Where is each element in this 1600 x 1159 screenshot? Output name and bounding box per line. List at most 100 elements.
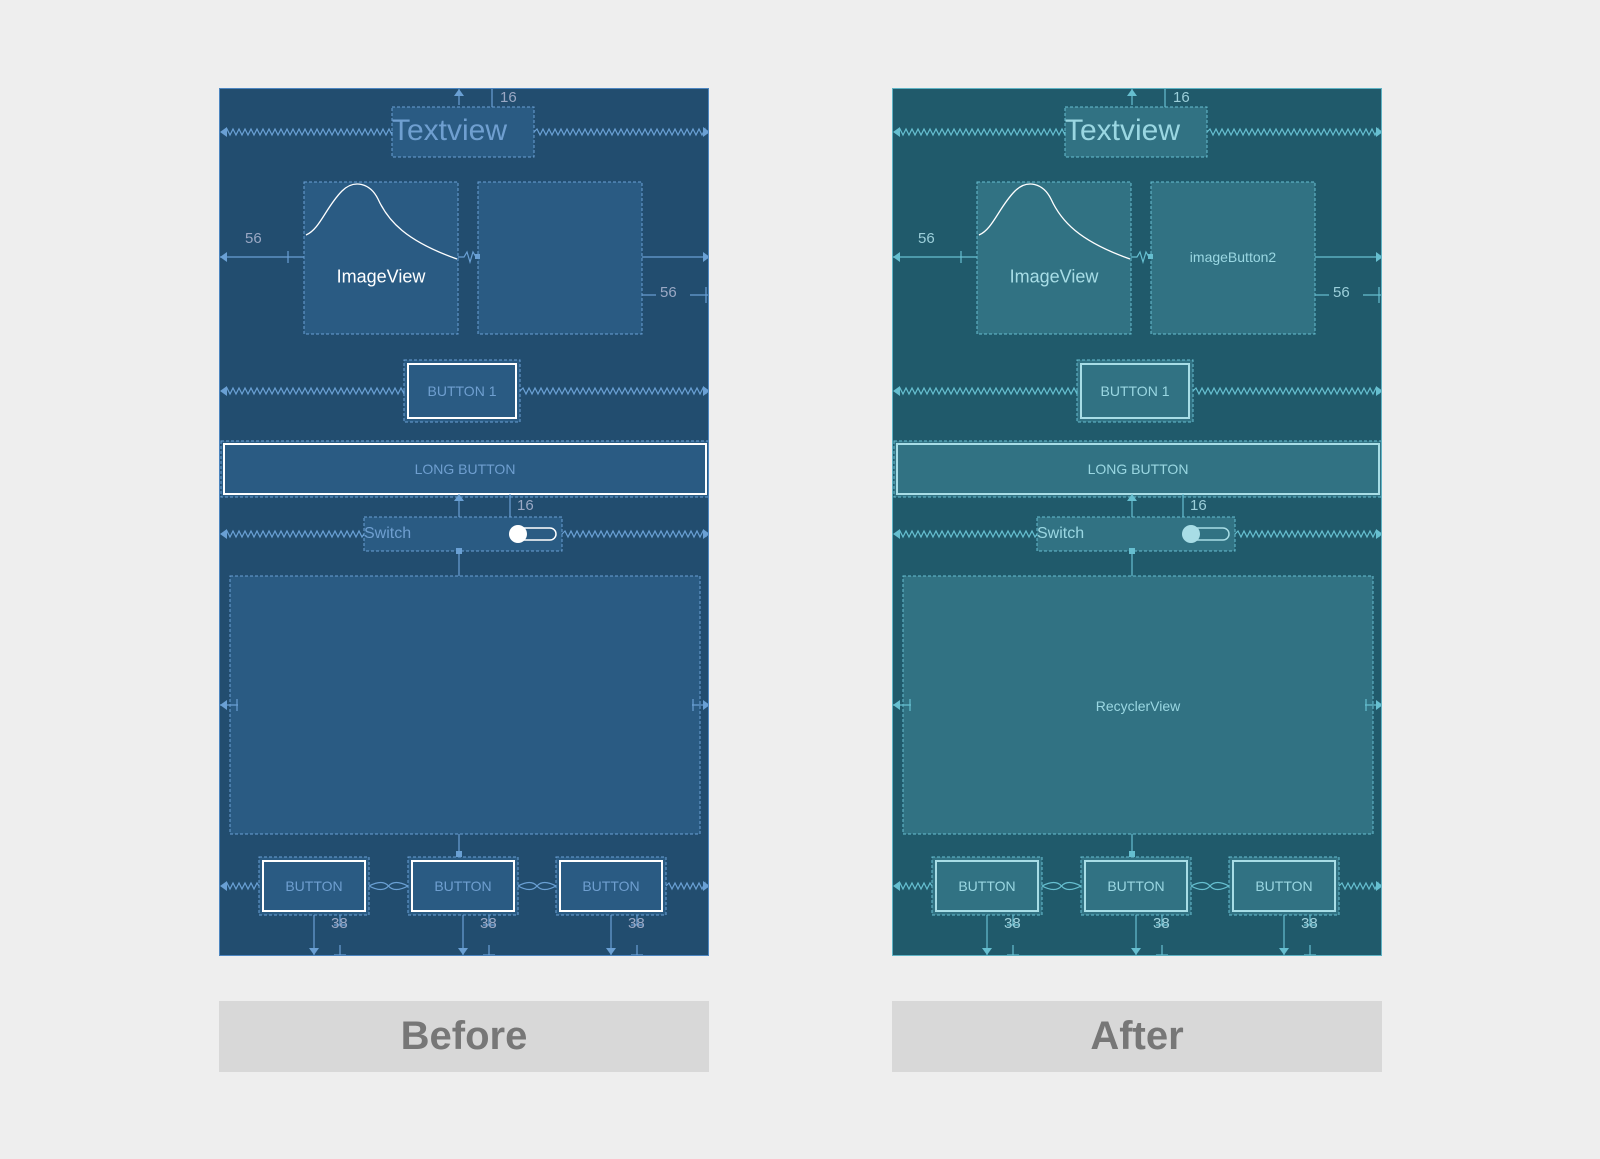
image-button-box — [477, 181, 643, 335]
bottom-button-3-label: BUTTON — [582, 878, 640, 894]
bottom-margin-3-label: 38 — [628, 915, 645, 932]
bottom-button-1-label: BUTTON — [958, 878, 1016, 894]
arrow-icon — [1376, 700, 1381, 710]
button-1-label: BUTTON 1 — [1100, 383, 1170, 399]
spring-right — [533, 127, 707, 137]
button-1-box — [1080, 363, 1190, 419]
arrow-icon — [703, 252, 708, 262]
arrow-icon — [982, 948, 992, 955]
arrow-icon — [606, 948, 616, 955]
bottom-button-box — [935, 860, 1039, 912]
margin-top-label: 16 — [1173, 89, 1190, 106]
spring-right — [519, 386, 707, 396]
arrow-icon — [220, 529, 227, 539]
arrow-icon — [893, 386, 900, 396]
arrow-icon — [1127, 494, 1137, 501]
switch-thumb — [1182, 525, 1200, 543]
arrow-icon — [1376, 529, 1381, 539]
image-button-box — [1150, 181, 1316, 335]
imageview-label: ImageView — [1009, 266, 1099, 287]
switch-label: Switch — [1037, 525, 1085, 542]
arrow-icon — [454, 494, 464, 501]
spring-left — [896, 127, 1066, 137]
margin-right-label: 56 — [660, 284, 677, 301]
caption-before: Before — [219, 1001, 709, 1072]
bottom-button-2-label: BUTTON — [1107, 878, 1165, 894]
bottom-button-box — [559, 860, 663, 912]
image-button-label: imageButton2 — [1189, 249, 1277, 265]
after-layout-blueprint: Textview 16 56 56 ImageView imageButton2… — [892, 88, 1382, 956]
arrow-icon — [220, 127, 227, 137]
anchor-dot — [475, 254, 480, 259]
button-1-label: BUTTON 1 — [427, 383, 497, 399]
arrow-icon — [703, 386, 708, 396]
arrow-icon — [458, 948, 468, 955]
switch-thumb — [509, 525, 527, 543]
chain-icon — [1190, 881, 1230, 891]
arrow-icon — [703, 127, 708, 137]
spring-right — [1234, 529, 1380, 539]
after-constraint-lines — [893, 89, 1381, 955]
anchor-dot — [456, 851, 462, 857]
recycler-box — [902, 575, 1374, 835]
chain-icon — [1041, 881, 1082, 891]
spring-right — [1338, 881, 1380, 891]
spring-left — [223, 386, 405, 396]
spring-right — [561, 529, 707, 539]
image-curve — [305, 183, 458, 260]
margin-right-label: 56 — [1333, 284, 1350, 301]
arrow-icon — [220, 881, 227, 891]
bottom-button-1-label: BUTTON — [285, 878, 343, 894]
bottom-margin-1-label: 38 — [331, 915, 348, 932]
textview-label: Textview — [1065, 114, 1181, 147]
bottom-button-box — [1084, 860, 1188, 912]
bottom-button-box — [262, 860, 366, 912]
long-button-box — [896, 443, 1380, 495]
switch-box — [1036, 516, 1236, 552]
bottom-margin-2-label: 38 — [480, 915, 497, 932]
arrow-icon — [1279, 948, 1289, 955]
bottom-margin-3-label: 38 — [1301, 915, 1318, 932]
arrow-icon — [309, 948, 319, 955]
spring-left — [223, 127, 393, 137]
arrow-icon — [1376, 127, 1381, 137]
arrow-icon — [1376, 881, 1381, 891]
arrow-icon — [703, 700, 708, 710]
bottom-button-box — [1232, 860, 1336, 912]
bottom-button-box — [411, 860, 515, 912]
arrow-icon — [1127, 89, 1137, 96]
switch-margin-label: 16 — [517, 497, 534, 514]
bottom-margin-1-label: 38 — [1004, 915, 1021, 932]
long-button-box — [223, 443, 707, 495]
chain-icon — [517, 881, 557, 891]
arrow-icon — [893, 252, 900, 262]
spring-left — [223, 881, 260, 891]
imageview-label: ImageView — [336, 266, 426, 287]
spring-left — [223, 529, 365, 539]
arrow-icon — [454, 89, 464, 96]
margin-top-label: 16 — [500, 89, 517, 106]
spring-right — [665, 881, 707, 891]
anchor-dot — [1129, 851, 1135, 857]
arrow-icon — [220, 252, 227, 262]
caption-after: After — [892, 1001, 1382, 1072]
textview-label: Textview — [392, 114, 508, 147]
margin-left-label: 56 — [918, 230, 935, 247]
button-1-box — [407, 363, 517, 419]
spring-left — [896, 529, 1038, 539]
chain-icon — [368, 881, 409, 891]
image-curve — [978, 183, 1131, 260]
long-button-label: LONG BUTTON — [1087, 461, 1189, 477]
arrow-icon — [1376, 386, 1381, 396]
recycler-box — [229, 575, 701, 835]
arrow-icon — [1131, 948, 1141, 955]
spring-right — [1192, 386, 1380, 396]
arrow-icon — [703, 529, 708, 539]
arrow-icon — [1376, 252, 1381, 262]
spring-right — [1206, 127, 1380, 137]
before-layout-blueprint: Textview 16 56 56 ImageView BUTTON 1 LON… — [219, 88, 709, 956]
arrow-icon — [220, 386, 227, 396]
margin-left-label: 56 — [245, 230, 262, 247]
long-button-label: LONG BUTTON — [414, 461, 516, 477]
anchor-dot — [1148, 254, 1153, 259]
